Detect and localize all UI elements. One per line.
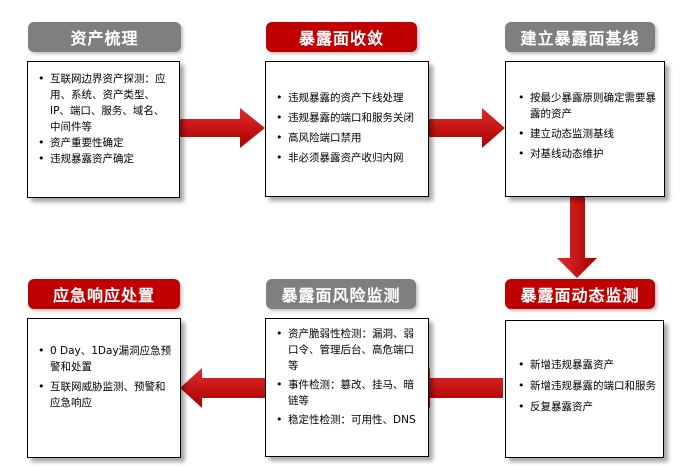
stage-title-asset-inventory: 资产梳理 bbox=[28, 22, 181, 52]
list-item: 0 Day、1Day漏洞应急预警和处置 bbox=[36, 343, 174, 375]
arrow-left-2 bbox=[180, 368, 265, 408]
list-item: 稳定性检测：可用性、DNS bbox=[274, 412, 424, 428]
list-item: 资产重要性确定 bbox=[36, 135, 173, 151]
list-item: 违规暴露的端口和服务关闭 bbox=[274, 110, 424, 126]
arrow-left-1 bbox=[408, 368, 503, 408]
stage-title-exposure-baseline: 建立暴露面基线 bbox=[505, 22, 655, 52]
list-item: 新增违规暴露的端口和服务 bbox=[516, 378, 657, 394]
list-item: 对基线动态维护 bbox=[516, 146, 658, 162]
stage-title-emergency-response: 应急响应处置 bbox=[28, 279, 180, 309]
stage-box-dynamic-monitoring: 新增违规暴露资产 新增违规暴露的端口和服务 反复暴露资产 bbox=[505, 320, 664, 458]
stage-box-risk-monitoring: 资产脆弱性检测：漏洞、弱口令、管理后台、高危端口等 事件检测：篡改、挂马、暗链等… bbox=[265, 318, 429, 457]
stage-box-asset-inventory: 互联网边界资产探测：应用、系统、资产类型、IP、端口、服务、域名、中间件等 资产… bbox=[27, 61, 180, 198]
list-item: 互联网边界资产探测：应用、系统、资产类型、IP、端口、服务、域名、中间件等 bbox=[36, 71, 173, 135]
arrow-right-2 bbox=[429, 108, 505, 148]
list-item: 建立动态监测基线 bbox=[516, 126, 658, 142]
stage-title-dynamic-monitoring: 暴露面动态监测 bbox=[505, 279, 655, 309]
stage-title-risk-monitoring: 暴露面风险监测 bbox=[266, 279, 416, 309]
stage-title-exposure-convergence: 暴露面收敛 bbox=[266, 22, 417, 52]
list-item: 反复暴露资产 bbox=[516, 399, 657, 415]
list-item: 按最少暴露原则确定需要暴露的资产 bbox=[516, 90, 658, 122]
list-item: 事件检测：篡改、挂马、暗链等 bbox=[274, 377, 424, 409]
list-item: 违规暴露的资产下线处理 bbox=[274, 90, 424, 106]
list-item: 违规暴露资产确定 bbox=[36, 151, 173, 167]
list-item: 非必须暴露资产收归内网 bbox=[274, 150, 424, 166]
arrow-down bbox=[557, 196, 597, 278]
stage-box-emergency-response: 0 Day、1Day漏洞应急预警和处置 互联网威胁监测、预警和应急响应 bbox=[27, 318, 181, 458]
arrow-right-1 bbox=[180, 108, 265, 148]
list-item: 互联网威胁监测、预警和应急响应 bbox=[36, 379, 174, 411]
stage-box-exposure-baseline: 按最少暴露原则确定需要暴露的资产 建立动态监测基线 对基线动态维护 bbox=[505, 61, 665, 197]
list-item: 资产脆弱性检测：漏洞、弱口令、管理后台、高危端口等 bbox=[274, 326, 424, 374]
list-item: 新增违规暴露资产 bbox=[516, 357, 657, 373]
stage-box-exposure-convergence: 违规暴露的资产下线处理 违规暴露的端口和服务关闭 高风险端口禁用 非必须暴露资产… bbox=[265, 61, 429, 197]
list-item: 高风险端口禁用 bbox=[274, 130, 424, 146]
